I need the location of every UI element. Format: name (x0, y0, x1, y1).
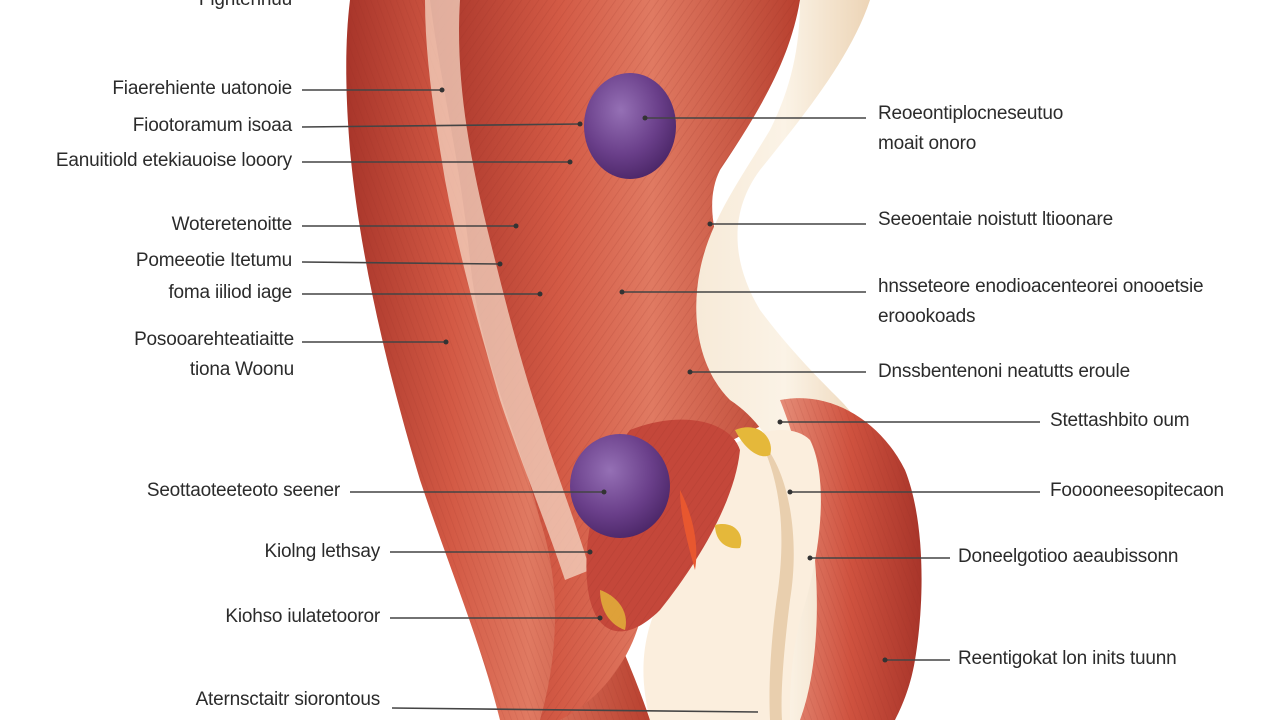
label-left-1: Fiaerehiente uatonoie (112, 78, 292, 99)
label-left-4: Woteretenoitte (171, 214, 293, 235)
label-left-3: Eanuitiold etekiauoise looory (55, 150, 292, 171)
leader-dots (439, 87, 888, 663)
label-right-4: Stettashbito oum (1050, 410, 1190, 431)
label-right-7: Reentigokat lon inits tuunn (958, 648, 1177, 669)
label-left-5: Pomeeotie Itetumu (135, 250, 292, 271)
label-left-10: Kiohso iulatetooror (225, 606, 380, 627)
ligament-accent (735, 427, 771, 457)
label-left-11: Aternsctaitr siorontous (195, 689, 381, 710)
leader-lines-right (622, 117, 1040, 661)
leader-lines-left (301, 89, 759, 713)
label-right-3: Dnssbentenoni neatutts eroule (878, 361, 1130, 382)
label-right-5: Fooooneesopitecaon (1050, 480, 1224, 501)
label-right-1: Seeoentaie noistutt ltioonare (878, 209, 1114, 230)
label-left-6: foma iiliod iage (168, 282, 292, 303)
label-left-8: Seottaoteeteoto seener (146, 480, 340, 501)
lower-node (570, 434, 670, 538)
label-left-2: Fiootoramum isoaa (132, 115, 292, 136)
label-right-6: Doneelgotioo aeaubissonn (958, 546, 1179, 567)
left-tendon-stripe (425, 0, 590, 580)
label-left-0: Fightenhuu (199, 0, 292, 12)
label-left-9: Kiolng lethsay (264, 541, 381, 562)
upper-node (584, 73, 676, 179)
